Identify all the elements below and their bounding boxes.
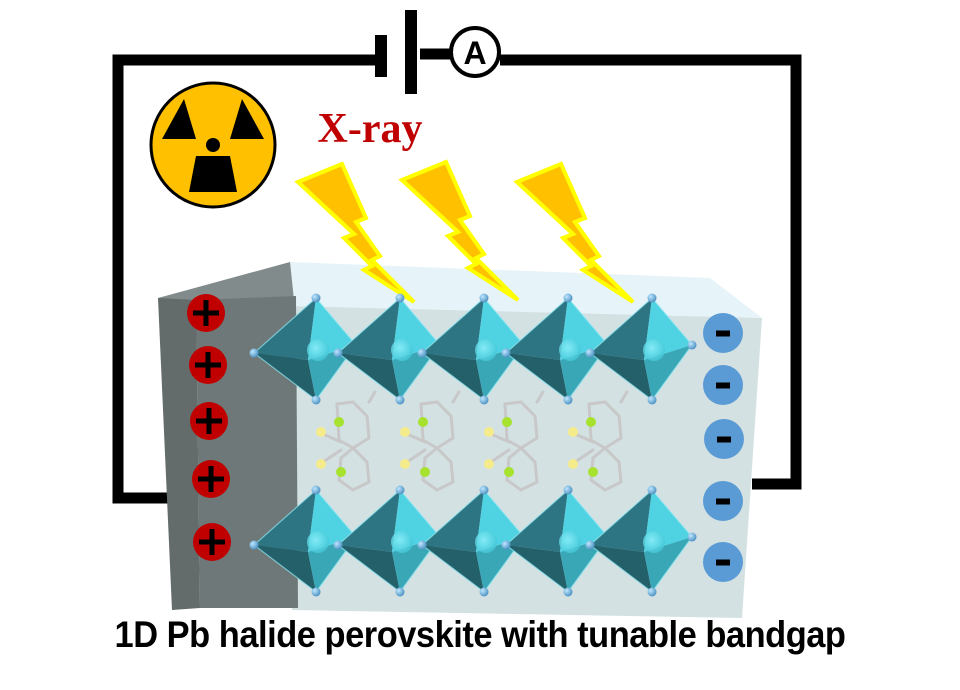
halide-atom: [479, 485, 489, 495]
halide-atom: [563, 395, 573, 405]
organic-cation: [400, 390, 461, 492]
pb-atom: [475, 339, 497, 361]
halide-atom: [479, 293, 489, 303]
halide-atom: [333, 540, 343, 550]
lightning-bolt-icon: [398, 159, 520, 302]
xray-label: X-ray: [318, 106, 423, 152]
halide-atom: [585, 348, 595, 358]
negative-charge: [703, 481, 743, 521]
halide-atom: [311, 485, 321, 495]
pb-atom: [559, 339, 581, 361]
halide-atom: [563, 587, 573, 597]
positive-charges: [187, 294, 231, 561]
halide-atom: [395, 485, 405, 495]
halide-atom: [479, 395, 489, 405]
pb-atom: [391, 531, 413, 553]
lightning-bolt-icon: [294, 161, 416, 304]
positive-charge: [187, 294, 225, 332]
pb-atom: [559, 531, 581, 553]
pb-atom: [643, 531, 665, 553]
halide-atom: [479, 587, 489, 597]
halide-atom: [687, 532, 697, 542]
positive-charge: [189, 346, 227, 384]
halide-atom: [311, 293, 321, 303]
halide-atom: [687, 340, 697, 350]
pbx6-octahedron: [249, 293, 361, 405]
pbx6-octahedron: [585, 293, 697, 405]
halide-atom: [647, 395, 657, 405]
halide-atom: [647, 587, 657, 597]
pbx6-octahedron: [501, 485, 613, 597]
pbx6-octahedron: [333, 293, 445, 405]
organic-cation: [568, 390, 629, 492]
radiation-hazard-icon: [149, 81, 277, 209]
pb-atom: [307, 339, 329, 361]
pbx6-octahedron: [249, 485, 361, 597]
halide-atom: [417, 348, 427, 358]
positive-charge: [192, 460, 230, 498]
halide-atom: [417, 540, 427, 550]
pbx6-octahedron: [417, 293, 529, 405]
organic-cation: [484, 390, 545, 492]
negative-charge: [703, 313, 743, 353]
halide-atom: [585, 540, 595, 550]
pb-atom: [391, 339, 413, 361]
halide-atom: [563, 485, 573, 495]
halide-atom: [249, 348, 259, 358]
lightning-bolts: [294, 159, 635, 304]
positive-charge: [190, 402, 228, 440]
negative-charge: [703, 365, 743, 405]
halide-atom: [311, 587, 321, 597]
halide-atom: [563, 293, 573, 303]
pb-atom: [643, 339, 665, 361]
pbx6-octahedron: [501, 293, 613, 405]
halide-atom: [647, 293, 657, 303]
circuit-wire: [112, 48, 802, 504]
positive-charge: [193, 523, 231, 561]
crystal-block: [290, 262, 762, 618]
lightning-bolt-icon: [513, 161, 635, 304]
halide-atom: [395, 587, 405, 597]
figure-caption: 1D Pb halide perovskite with tunable ban…: [114, 614, 846, 655]
negative-charges: [703, 313, 744, 582]
negative-charge: [704, 419, 744, 459]
ammeter-icon: A: [449, 26, 501, 78]
organic-cations: [316, 390, 629, 492]
pbx6-octahedron: [585, 485, 697, 597]
pb-atom: [475, 531, 497, 553]
halide-atom: [395, 395, 405, 405]
halide-atom: [501, 348, 511, 358]
octahedra-chain-top: [249, 293, 697, 405]
halide-atom: [395, 293, 405, 303]
halide-atom: [501, 540, 511, 550]
organic-cation: [316, 390, 377, 492]
negative-charge: [703, 542, 743, 582]
octahedra-chain-bottom: [249, 485, 697, 597]
halide-atom: [647, 485, 657, 495]
halide-atom: [333, 348, 343, 358]
pb-atom: [307, 531, 329, 553]
halide-atom: [249, 540, 259, 550]
pbx6-octahedron: [333, 485, 445, 597]
ammeter-label: A: [463, 35, 486, 71]
battery-symbol-icon: [375, 10, 417, 94]
halide-atom: [311, 395, 321, 405]
